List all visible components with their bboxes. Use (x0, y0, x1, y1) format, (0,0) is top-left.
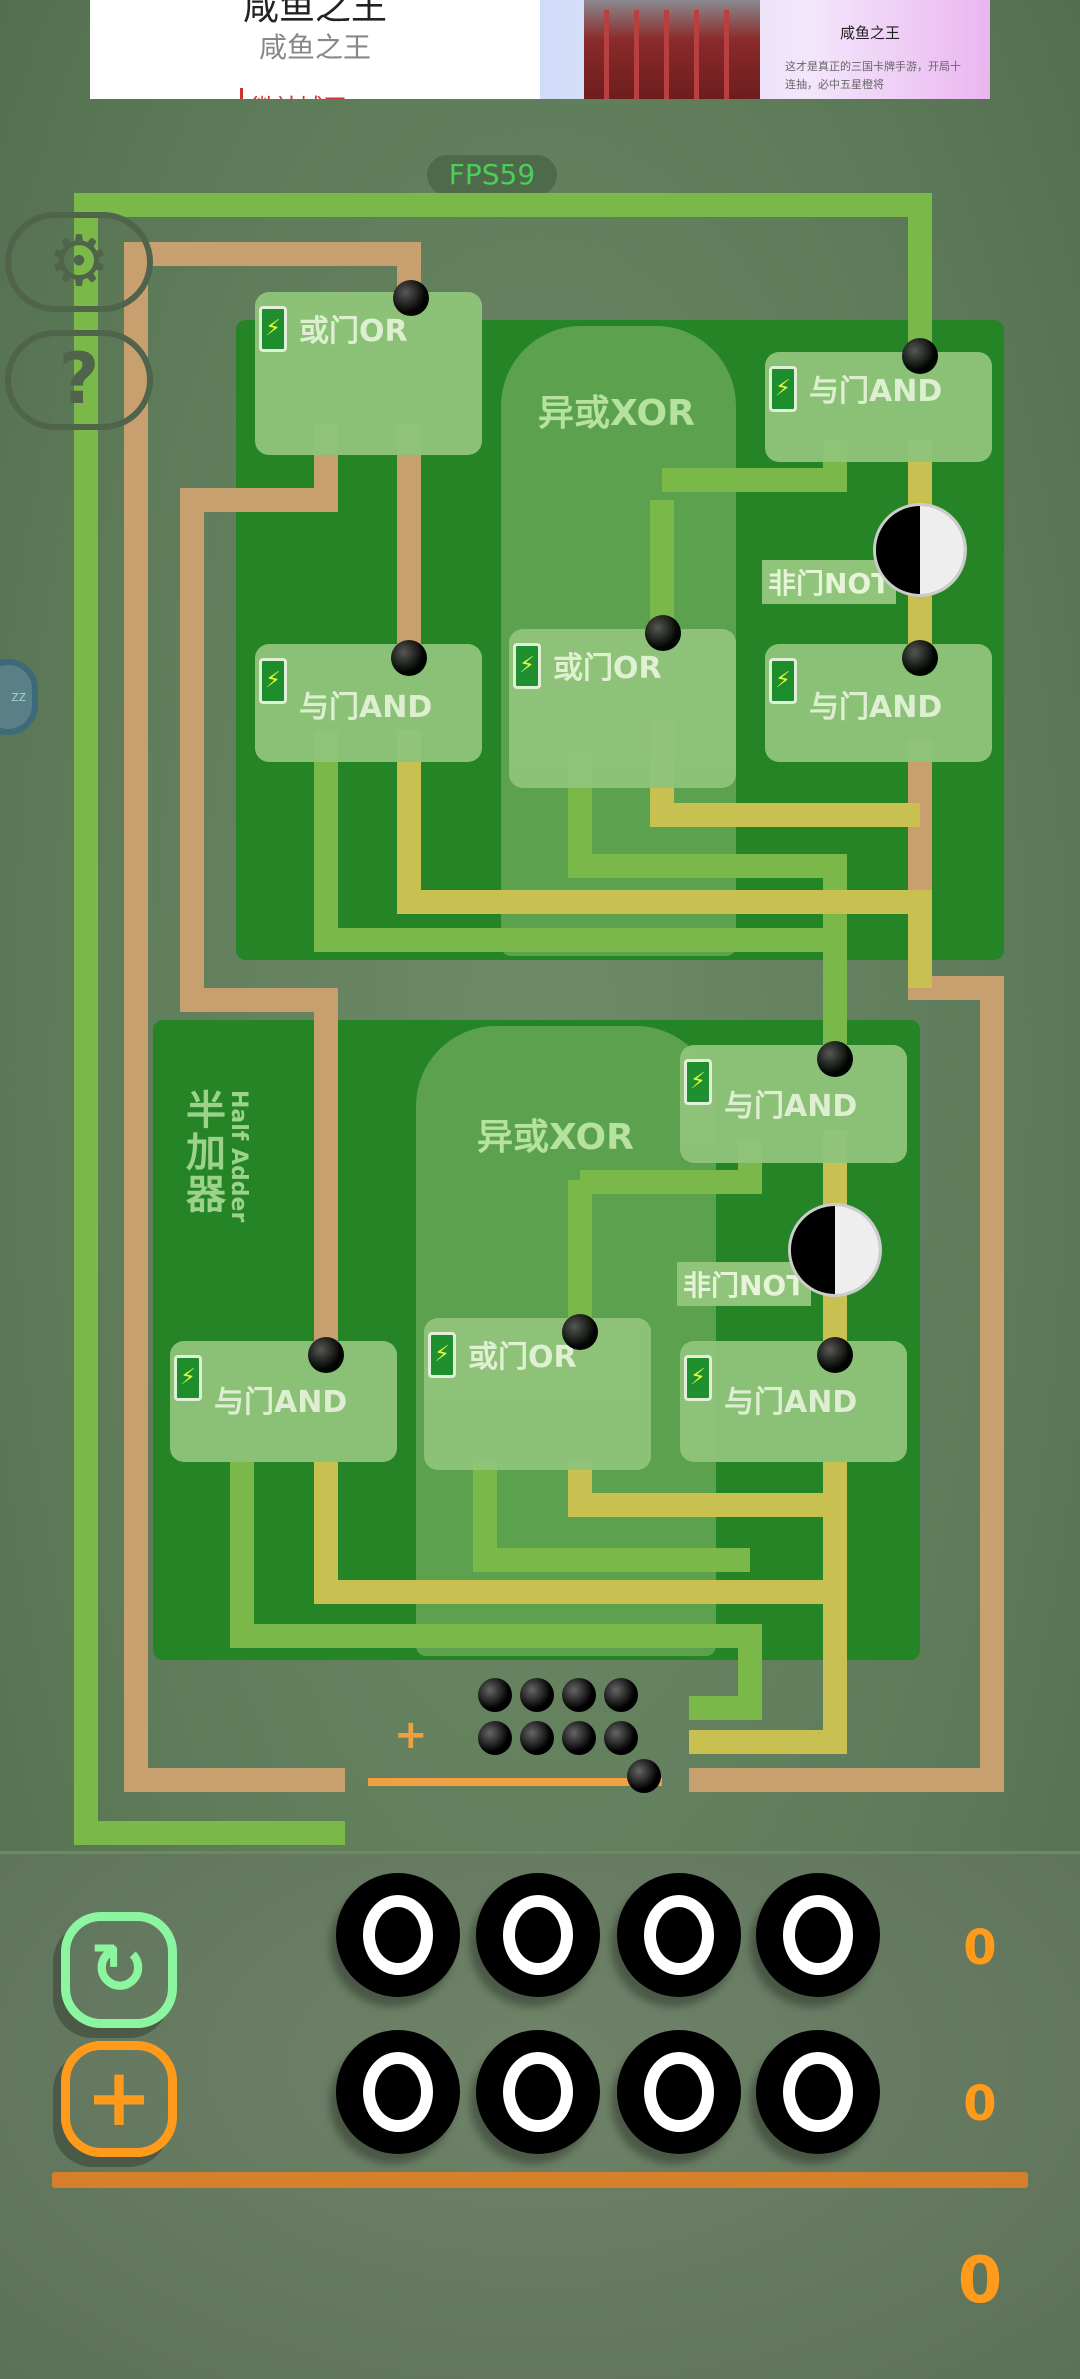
input-a-bit-2[interactable]: 0 (476, 1873, 600, 1997)
plus-icon: + (85, 2051, 153, 2144)
sum-divider (52, 2172, 1028, 2188)
signal-ball (520, 1721, 554, 1755)
reset-button[interactable]: ↻ (61, 1912, 177, 2028)
input-b-bit-1[interactable]: 0 (617, 2030, 741, 2154)
gate-label: 与门AND (214, 1385, 348, 1420)
gate-label: 或门OR (553, 651, 662, 686)
input-node[interactable] (817, 1041, 853, 1077)
gate-or-top-left[interactable]: ⚡ 或门OR (255, 280, 482, 455)
battery-icon: ⚡ (174, 1355, 202, 1401)
half-adder-title-en: Half Adder (226, 1090, 251, 1223)
ad-subtitle: 咸鱼之王 (258, 31, 371, 64)
ad-banner[interactable]: 咸鱼之王 咸鱼之王 微社城王 咸鱼之王 这才是真正的三国卡牌手游，开局十连抽，必… (90, 0, 990, 99)
gate-label: 与门AND (299, 690, 433, 725)
gate-label: 与门AND (809, 374, 943, 409)
battery-icon: ⚡ (684, 1059, 712, 1105)
signal-ball (520, 1678, 554, 1712)
input-b-bit-0[interactable]: 0 (756, 2030, 880, 2154)
gate-label: 与门AND (724, 1385, 858, 1420)
signal-ball (604, 1721, 638, 1755)
gate-label: 与门AND (809, 690, 943, 725)
gate-and-lower-top[interactable]: ⚡ 与门AND (680, 1041, 907, 1163)
input-node[interactable] (308, 1337, 344, 1373)
side-tab[interactable]: zz (0, 659, 38, 735)
row2-decimal: 0 (963, 2076, 997, 2132)
input-node[interactable] (902, 640, 938, 676)
yin-yang-not-icon (876, 506, 964, 594)
battery-icon: ⚡ (428, 1332, 456, 1378)
reload-icon: ↻ (89, 1928, 149, 2010)
upper-xor-label: 异或XOR (538, 393, 695, 434)
input-node[interactable] (645, 615, 681, 651)
battery-icon: ⚡ (513, 643, 541, 689)
add-ball-button[interactable]: + (394, 1712, 428, 1758)
fps-counter: FPS59 (427, 155, 557, 195)
gate-or-mid[interactable]: ⚡ 或门OR (509, 615, 736, 788)
input-a-bit-0[interactable]: 0 (756, 1873, 880, 1997)
gate-label: 与门AND (724, 1089, 858, 1124)
ad-photo (584, 0, 760, 99)
gate-and-mid-right[interactable]: ⚡ 与门AND (765, 640, 992, 762)
input-node[interactable] (393, 280, 429, 316)
active-signal-ball[interactable] (627, 1759, 661, 1793)
input-node[interactable] (391, 640, 427, 676)
gate-and-mid-left[interactable]: ⚡ 与门AND (255, 640, 482, 762)
lower-xor-label: 异或XOR (477, 1117, 634, 1158)
signal-ball (562, 1721, 596, 1755)
ad-right: 咸鱼之王 这才是真正的三国卡牌手游，开局十连抽，必中五星橙将 (540, 0, 990, 99)
battery-icon: ⚡ (684, 1355, 712, 1401)
input-node[interactable] (562, 1314, 598, 1350)
add-button[interactable]: + (61, 2041, 177, 2157)
signal-ball (478, 1678, 512, 1712)
battery-icon: ⚡ (769, 658, 797, 704)
row1-decimal: 0 (963, 1920, 997, 1976)
gate-label: 或门OR (299, 314, 408, 349)
input-node[interactable] (902, 338, 938, 374)
sum-decimal: 0 (957, 2244, 1003, 2318)
input-a-bit-3[interactable]: 0 (336, 1873, 460, 1997)
gear-icon: ⚙ (47, 220, 111, 302)
ad-description: 这才是真正的三国卡牌手游，开局十连抽，必中五星橙将 (785, 60, 961, 91)
ad-left: 咸鱼之王 咸鱼之王 微社城王 (90, 0, 540, 99)
yin-yang-not-icon (791, 1206, 879, 1294)
input-a-bit-1[interactable]: 0 (617, 1873, 741, 1997)
settings-button[interactable]: ⚙ (5, 212, 153, 312)
upper-not-label: 非门NOT (762, 560, 897, 604)
input-b-bit-2[interactable]: 0 (476, 2030, 600, 2154)
gate-label: 或门OR (468, 1340, 577, 1375)
battery-icon: ⚡ (259, 658, 287, 704)
signal-ball (604, 1678, 638, 1712)
gate-and-lower-left[interactable]: ⚡ 与门AND (170, 1337, 397, 1462)
gate-and-lower-right[interactable]: ⚡ 与门AND (680, 1337, 907, 1462)
battery-icon: ⚡ (259, 306, 287, 352)
ad-headline: 咸鱼之王 (242, 0, 387, 28)
gate-or-lower[interactable]: ⚡ 或门OR (424, 1314, 651, 1470)
signal-ball (478, 1721, 512, 1755)
ad-app-name: 咸鱼之王 (839, 24, 900, 42)
ad-cta[interactable]: 微社城王 (240, 88, 347, 99)
help-button[interactable]: ? (5, 330, 153, 430)
half-adder-title-cn: 半加器 (186, 1088, 226, 1218)
battery-icon: ⚡ (769, 366, 797, 412)
control-panel: ↻ + 0 0 0 0 0 0 0 0 0 0 0 (0, 1851, 1080, 2379)
signal-ball (562, 1678, 596, 1712)
lower-not-label: 非门NOT (677, 1262, 812, 1306)
input-node[interactable] (817, 1337, 853, 1373)
gate-and-top-right[interactable]: ⚡ 与门AND (765, 338, 992, 462)
input-b-bit-3[interactable]: 0 (336, 2030, 460, 2154)
yellow-wires (314, 440, 932, 1754)
